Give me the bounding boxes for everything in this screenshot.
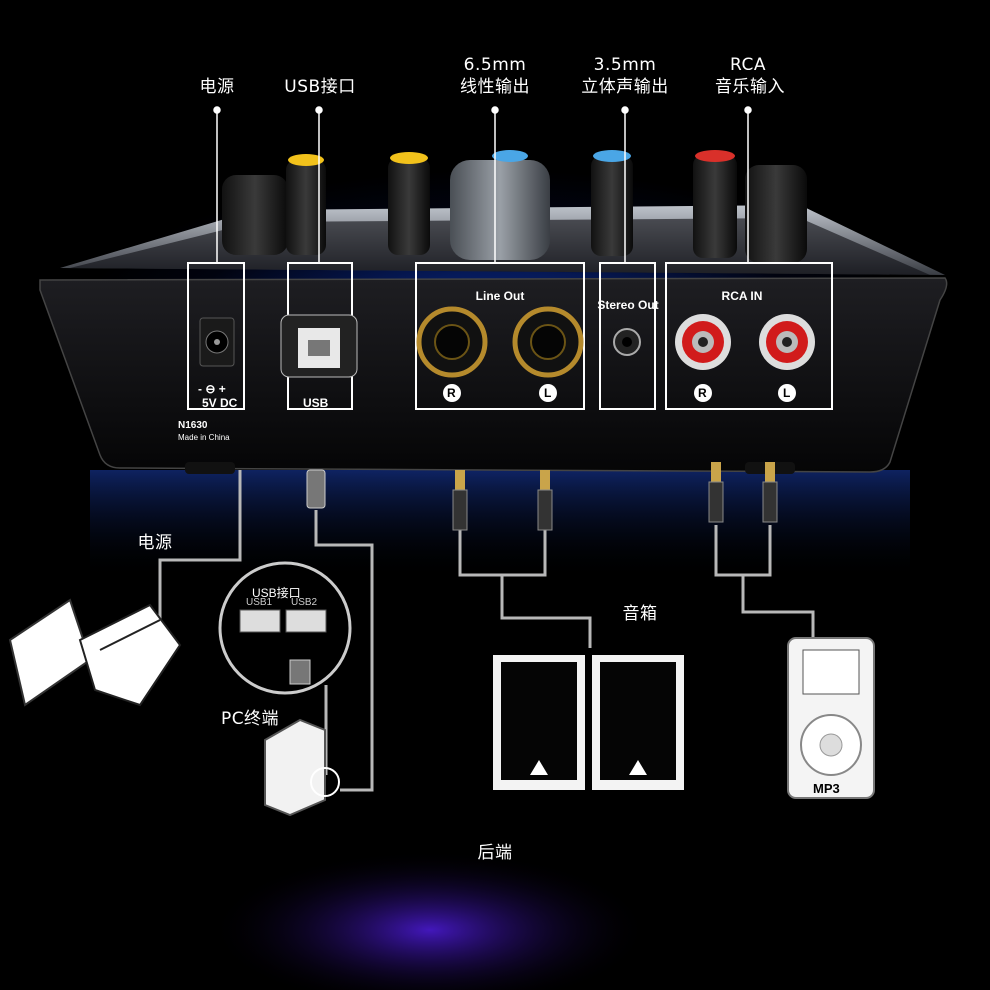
dc-polarity-label: - ⊖ + bbox=[198, 382, 226, 396]
power-bottom-label: 电源 bbox=[137, 533, 173, 553]
knobs bbox=[222, 150, 807, 263]
knob-red bbox=[693, 155, 737, 258]
stereo-out-size-label: 3.5mm bbox=[593, 55, 657, 75]
mp3-player bbox=[787, 637, 875, 799]
usb-panel-label: USB bbox=[303, 396, 329, 410]
rca-right-badge: R bbox=[698, 386, 707, 400]
stereo-out-label: 立体声输出 bbox=[581, 77, 669, 97]
usb-zoom-circle bbox=[218, 561, 352, 695]
usb-label: USB接口 bbox=[284, 77, 356, 97]
rca-label: RCA bbox=[730, 55, 766, 75]
power-box bbox=[187, 262, 245, 410]
cert-label: N1630 bbox=[178, 420, 208, 431]
rear-label: 后端 bbox=[477, 843, 513, 863]
audio-plugs bbox=[452, 462, 778, 531]
rca-in-jacks bbox=[675, 314, 815, 370]
line-out-panel-label: Line Out bbox=[475, 289, 525, 303]
power-label: 电源 bbox=[199, 77, 235, 97]
device-back-panel bbox=[39, 277, 948, 473]
line-out-jacks bbox=[416, 306, 584, 378]
knob-blue bbox=[591, 156, 633, 256]
line-out-left-badge: L bbox=[544, 386, 552, 400]
mp3-label: MP3 bbox=[813, 781, 840, 796]
stereo-out-panel-label: Stereo Out bbox=[597, 298, 659, 312]
knob-right bbox=[745, 165, 807, 263]
rca-in-box bbox=[665, 262, 833, 410]
line-out-right-badge: R bbox=[447, 386, 456, 400]
connection-lines bbox=[158, 470, 815, 792]
speakers bbox=[493, 655, 684, 790]
power-knob bbox=[222, 175, 288, 255]
power-adapter bbox=[8, 598, 182, 707]
bottom-glow bbox=[210, 850, 650, 990]
music-input-label: 音乐输入 bbox=[715, 77, 785, 97]
stereo-out-box bbox=[599, 262, 656, 410]
usb-port-zoom-label: USB接口 bbox=[252, 586, 301, 600]
speakers-label: 音箱 bbox=[622, 604, 658, 624]
master-knob bbox=[450, 160, 550, 260]
pc-label: PC终端 bbox=[220, 709, 280, 729]
line-out-box bbox=[415, 262, 585, 410]
made-in-label: Made in China bbox=[178, 433, 230, 442]
knob-yellow bbox=[286, 160, 326, 255]
knob-yellow-2 bbox=[388, 158, 430, 255]
usb1-label: USB1 bbox=[246, 597, 273, 608]
line-out-label: 线性输出 bbox=[460, 77, 530, 97]
reflection bbox=[90, 470, 910, 580]
pc-tower bbox=[264, 718, 326, 817]
line-out-size-label: 6.5mm bbox=[463, 55, 527, 75]
rca-in-panel-label: RCA IN bbox=[721, 289, 763, 303]
dc-voltage-label: 5V DC bbox=[202, 396, 238, 410]
rca-left-badge: L bbox=[783, 386, 791, 400]
usb2-label: USB2 bbox=[291, 597, 318, 608]
